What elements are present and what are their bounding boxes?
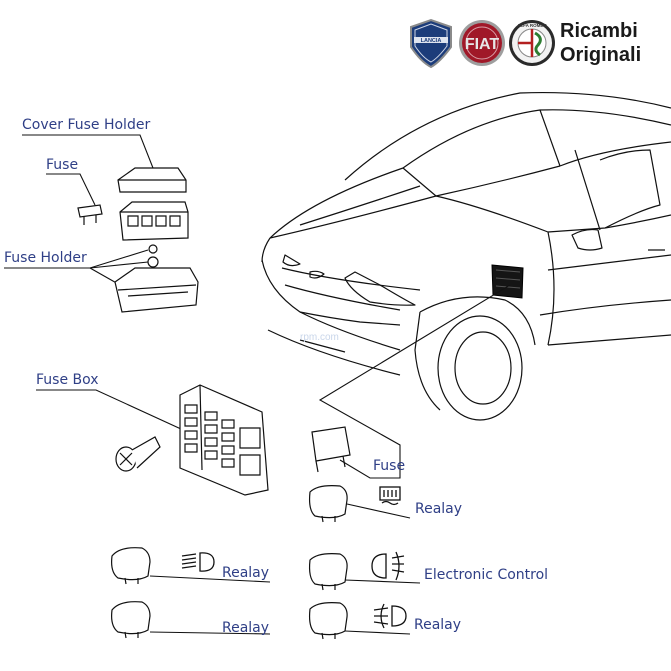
label-realay-2: Realay bbox=[222, 565, 270, 581]
lancia-logo: LANCIA bbox=[410, 18, 452, 69]
label-fuse-box: Fuse Box bbox=[36, 372, 99, 388]
cover-fuse-holder-part bbox=[117, 167, 187, 193]
fuse-box-location bbox=[491, 264, 524, 299]
leader-electronic bbox=[344, 579, 421, 584]
relay-4 bbox=[111, 601, 151, 639]
label-fuse-holder: Fuse Holder bbox=[4, 250, 87, 266]
relay-2 bbox=[111, 547, 151, 585]
alfa-romeo-logo: ALFA ROMEO bbox=[509, 20, 555, 66]
leader-fuse-top bbox=[46, 173, 96, 206]
label-electronic-control: Electronic Control bbox=[424, 567, 549, 583]
leader-lines bbox=[4, 134, 511, 635]
headlight-icon bbox=[181, 552, 215, 572]
leader-realay-2 bbox=[149, 575, 271, 583]
leader-fuse-holder-b bbox=[89, 261, 149, 269]
label-cover-fuse-holder: Cover Fuse Holder bbox=[22, 117, 151, 133]
leader-realay-3 bbox=[149, 631, 271, 635]
watermark: rpm.com bbox=[300, 332, 339, 343]
leader-car-box bbox=[318, 284, 511, 479]
fuse-holder-part bbox=[114, 201, 199, 313]
leader-fuse-box bbox=[36, 389, 206, 441]
car-illustration bbox=[261, 91, 671, 421]
screw-part bbox=[115, 436, 161, 472]
relay-5 bbox=[308, 602, 348, 640]
label-realay-1: Realay bbox=[415, 501, 463, 517]
leader-realay-1 bbox=[346, 503, 411, 519]
front-fog-light-icon bbox=[373, 603, 407, 629]
fiat-logo: FIAT bbox=[459, 20, 505, 66]
alfa-romeo-logo-text: ALFA ROMEO bbox=[517, 23, 547, 28]
relay-3 bbox=[308, 553, 348, 591]
leader-realay-4 bbox=[344, 630, 411, 635]
brand-title-line2: Originali bbox=[560, 44, 642, 66]
fuse-part-small bbox=[77, 204, 103, 225]
fuse-box-part bbox=[179, 384, 269, 496]
label-fuse-top: Fuse bbox=[46, 157, 79, 173]
fuse-part-large bbox=[311, 426, 351, 473]
brand-title-line1: Ricambi bbox=[560, 20, 638, 42]
label-realay-4: Realay bbox=[414, 617, 462, 633]
lancia-logo-text: LANCIA bbox=[421, 38, 442, 44]
fiat-logo-text: FIAT bbox=[465, 36, 500, 53]
fog-light-icon bbox=[371, 551, 405, 581]
label-realay-3: Realay bbox=[222, 620, 270, 636]
rear-defrost-icon bbox=[379, 486, 401, 506]
label-fuse-right: Fuse bbox=[373, 458, 406, 474]
relay-1 bbox=[308, 485, 348, 523]
leader-cover bbox=[22, 134, 154, 169]
